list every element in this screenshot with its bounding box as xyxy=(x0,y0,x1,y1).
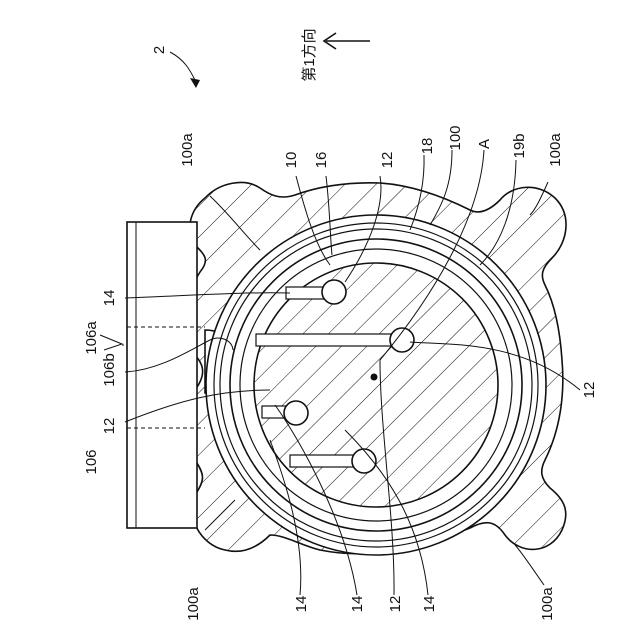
label-100a-bottom-left: 100a xyxy=(185,587,202,621)
label-14-bottom-b: 14 xyxy=(349,596,366,613)
label-100a-top-left: 100a xyxy=(179,133,196,167)
figure-ref-leader xyxy=(170,52,196,82)
label-100a-bottom-right: 100a xyxy=(539,587,556,621)
center-point-A xyxy=(371,374,378,381)
label-100a-top-right: 100a xyxy=(547,133,564,167)
label-12-top: 12 xyxy=(379,152,396,169)
label-19b: 19b xyxy=(511,133,528,158)
figure-ref-arrowhead xyxy=(190,78,200,88)
label-direction: 第1方向 xyxy=(300,28,318,81)
head-12-1 xyxy=(322,280,346,304)
label-106: 106 xyxy=(83,449,100,474)
label-12-bottom: 12 xyxy=(387,596,404,613)
label-100: 100 xyxy=(447,125,464,150)
connector-106 xyxy=(127,222,197,528)
label-106a-arrow xyxy=(100,335,122,350)
label-12-left: 12 xyxy=(101,418,118,435)
pin-14-2 xyxy=(256,334,402,346)
label-14-left: 14 xyxy=(101,290,118,307)
label-14-bottom-c: 14 xyxy=(421,596,438,613)
head-12-3 xyxy=(284,401,308,425)
label-106b: 106b xyxy=(101,353,118,386)
label-14-bottom-a: 14 xyxy=(293,596,310,613)
label-16: 16 xyxy=(313,152,330,169)
label-106a: 106a xyxy=(83,321,100,355)
label-A: A xyxy=(476,139,493,149)
label-18: 18 xyxy=(419,138,436,155)
label-10: 10 xyxy=(283,152,300,169)
label-12-right: 12 xyxy=(581,382,598,399)
label-figure-number: 2 xyxy=(151,46,168,54)
